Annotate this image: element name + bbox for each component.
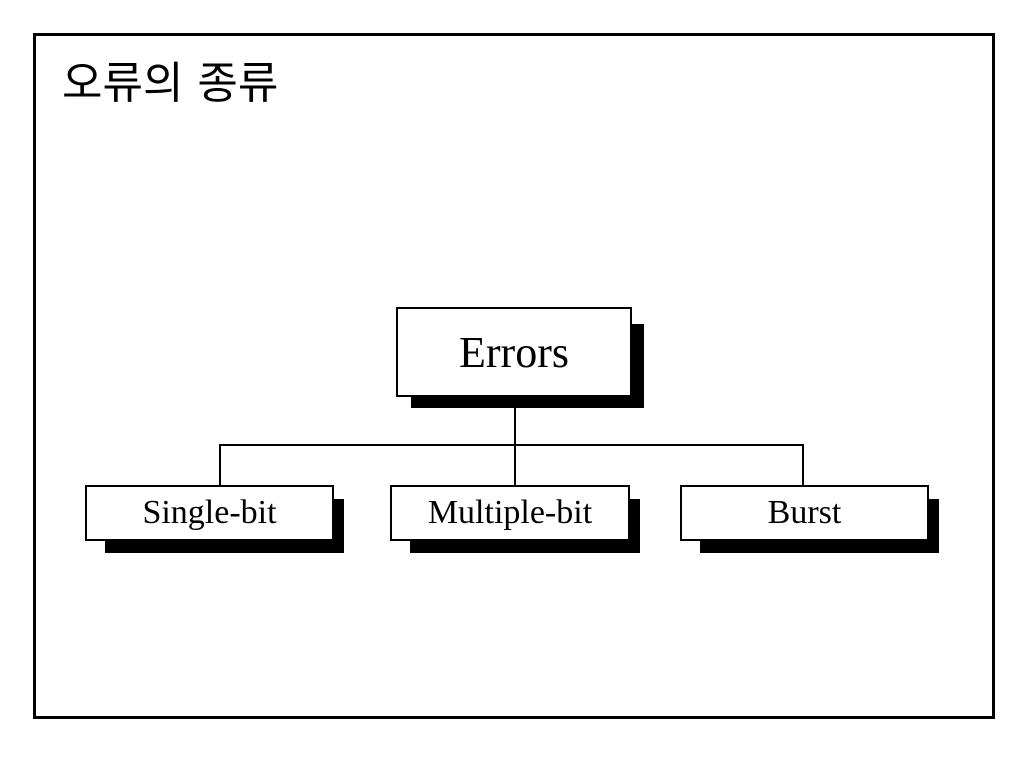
errors-node-label: Errors — [459, 327, 569, 377]
connector-right-drop — [802, 444, 804, 486]
single-bit-node-box: Single-bit — [85, 485, 334, 541]
connector-left-drop — [219, 444, 221, 486]
burst-node-box: Burst — [680, 485, 929, 541]
single-bit-node-label: Single-bit — [142, 494, 277, 531]
multiple-bit-node: Multiple-bit — [390, 485, 640, 553]
connector-horizontal-bar — [219, 444, 804, 446]
multiple-bit-node-box: Multiple-bit — [390, 485, 630, 541]
connector-root-stem — [514, 397, 516, 445]
errors-node: Errors — [396, 307, 644, 408]
burst-node-label: Burst — [767, 494, 842, 531]
burst-node: Burst — [680, 485, 939, 553]
single-bit-node: Single-bit — [85, 485, 344, 553]
slide-title: 오류의 종류 — [62, 58, 279, 109]
multiple-bit-node-label: Multiple-bit — [427, 494, 593, 531]
connector-middle-drop — [514, 444, 516, 486]
errors-node-box: Errors — [396, 307, 632, 397]
